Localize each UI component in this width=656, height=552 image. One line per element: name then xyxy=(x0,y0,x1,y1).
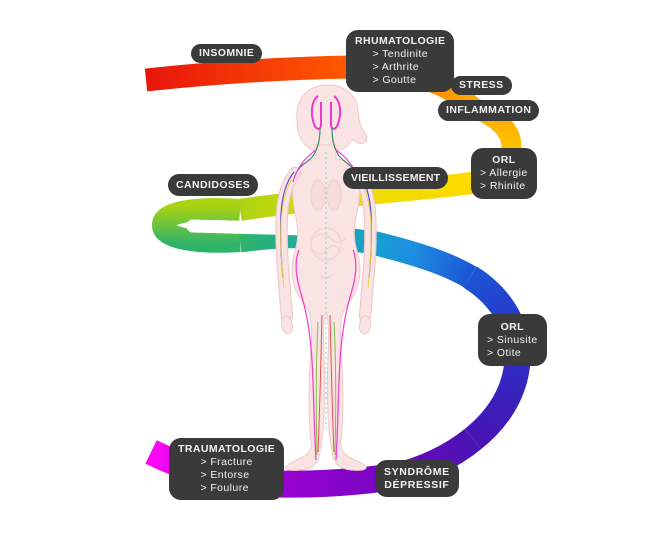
label-rhumatologie-title: RHUMATOLOGIE xyxy=(355,35,446,47)
label-syndrome-line1: SYNDRÔME xyxy=(384,465,450,478)
ribbon-segment-lightblue xyxy=(371,231,477,288)
label-orl-bas-items: > Sinusite > Otite xyxy=(487,333,538,359)
label-syndrome-line2: DÉPRESSIF xyxy=(384,478,450,491)
label-insomnie: INSOMNIE xyxy=(191,44,263,63)
label-orl-bas-title: ORL xyxy=(500,320,525,333)
ribbon-segment-green-uturn xyxy=(151,198,241,253)
label-orl-sinusite: ORL > Sinusite > Otite xyxy=(478,314,547,366)
left-arm xyxy=(275,166,302,335)
label-stress-title: STRESS xyxy=(459,79,504,91)
label-traumatologie-items: > Fracture > Entorse > Foulure xyxy=(200,456,253,494)
label-rhumatologie: RHUMATOLOGIE > Tendinite > Arthrite > Go… xyxy=(346,30,455,92)
label-candidoses-title: CANDIDOSES xyxy=(176,178,251,191)
body-figure xyxy=(275,84,377,471)
right-arm xyxy=(350,166,377,335)
label-syndrome-depressif: SYNDRÔME DÉPRESSIF xyxy=(375,460,459,497)
label-vieillissement-title: VIEILLISSEMENT xyxy=(351,171,441,184)
label-orl-haut-title: ORL xyxy=(492,154,516,166)
ribbon-segment-yellow xyxy=(238,171,480,221)
ribbon-segment-red xyxy=(144,55,353,92)
label-vieillissement: VIEILLISSEMENT xyxy=(343,167,449,189)
organ-doodles xyxy=(310,179,347,279)
label-traumatologie-title: TRAUMATOLOGIE xyxy=(178,443,276,455)
label-inflammation-title: INFLAMMATION xyxy=(446,104,532,116)
label-orl-allergie: ORL > Allergie > Rhinite xyxy=(471,148,537,199)
label-insomnie-title: INSOMNIE xyxy=(199,47,255,59)
label-inflammation: INFLAMMATION xyxy=(438,100,540,121)
label-orl-haut-items: > Allergie > Rhinite xyxy=(480,167,528,192)
label-candidoses: CANDIDOSES xyxy=(168,174,259,196)
label-traumatologie: TRAUMATOLOGIE > Fracture > Entorse > Fou… xyxy=(169,438,285,500)
label-rhumatologie-items: > Tendinite > Arthrite > Goutte xyxy=(372,48,428,86)
label-stress: STRESS xyxy=(451,76,512,95)
